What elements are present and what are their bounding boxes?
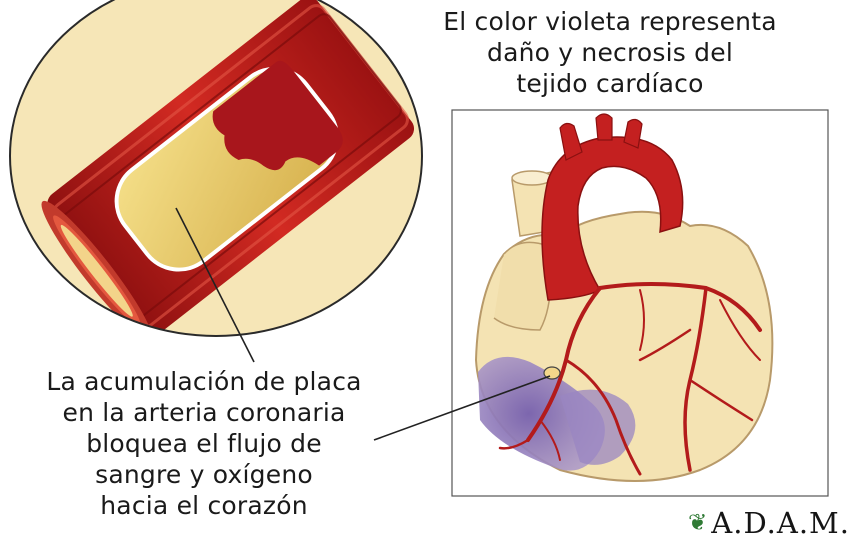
necrosis-caption-line: daño y necrosis del	[400, 37, 820, 68]
leaf-icon: ❦	[688, 510, 708, 536]
plaque-caption-line: hacia el corazón	[14, 490, 394, 521]
plaque-caption-line: bloquea el flujo de	[14, 428, 394, 459]
adam-logo: ❦ A.D.A.M.	[688, 506, 850, 540]
plaque-caption-line: sangre y oxígeno	[14, 459, 394, 490]
plaque-caption: La acumulación de placa en la arteria co…	[14, 366, 394, 521]
plaque-caption-line: en la arteria coronaria	[14, 397, 394, 428]
necrosis-caption-line: tejido cardíaco	[400, 68, 820, 99]
artery-magnified-view	[10, 0, 422, 349]
plaque-caption-line: La acumulación de placa	[14, 366, 394, 397]
necrosis-caption: El color violeta representa daño y necro…	[400, 6, 820, 99]
necrosis-caption-line: El color violeta representa	[400, 6, 820, 37]
logo-text: A.D.A.M.	[711, 506, 850, 540]
